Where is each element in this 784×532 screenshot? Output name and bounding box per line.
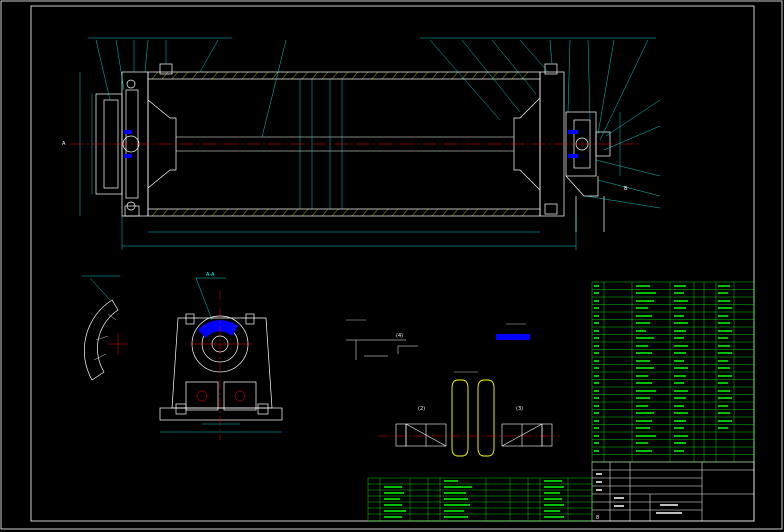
bottom-parts-table xyxy=(367,477,593,522)
middle-notes: (4) xyxy=(346,319,530,360)
bolt-highlights xyxy=(124,130,578,158)
part-leader-lines xyxy=(88,37,661,209)
ring-segment-detail xyxy=(82,275,128,381)
bearing-housing-section: A-A xyxy=(159,272,283,440)
main-shaft xyxy=(176,136,514,152)
roller-assembly-main-view: A B xyxy=(62,37,661,250)
sheet-number: 8 xyxy=(596,515,599,521)
left-end-flange xyxy=(95,63,177,217)
section-marker-b: B xyxy=(624,186,628,192)
highlighted-note-block xyxy=(496,334,530,340)
title-block-marks xyxy=(596,473,682,514)
main-view-dimensions xyxy=(79,72,621,250)
right-end-flange xyxy=(513,63,611,232)
section-view-label: A-A xyxy=(206,272,215,278)
note-number-4: (4) xyxy=(396,333,403,339)
detail-label-left: (2) xyxy=(418,406,425,412)
coupling-detail: (2) (3) xyxy=(378,371,560,457)
bottom-table-cell-marks xyxy=(384,480,564,518)
shell-hatching xyxy=(151,71,529,217)
title-block xyxy=(591,461,755,522)
detail-label-right: (3) xyxy=(516,406,523,412)
parts-list-cell-marks xyxy=(594,285,732,452)
section-marker-a: A xyxy=(62,141,66,147)
parts-list-table xyxy=(591,281,755,463)
